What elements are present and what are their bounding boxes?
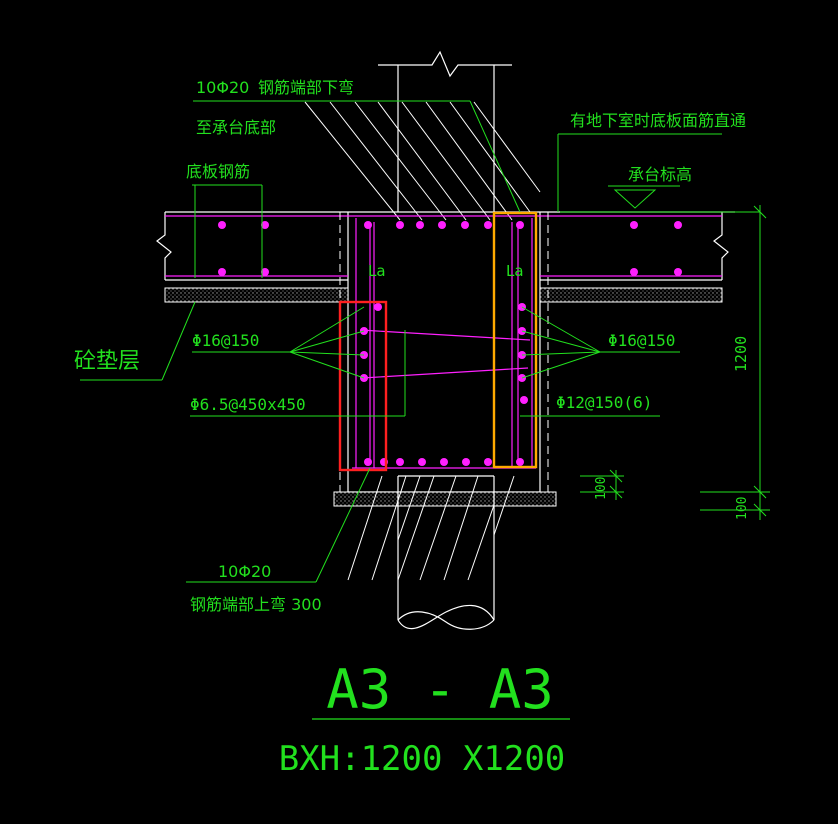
pile-hatch-lines: [347, 475, 515, 581]
section-title: A3 - A3: [326, 658, 554, 721]
basement-note-label: 有地下室时底板面筋直通: [570, 111, 746, 130]
slab-rebar-label: 底板钢筋: [186, 162, 250, 181]
cushion-layer-hatch: [164, 287, 723, 507]
dashed-guides: [339, 212, 549, 492]
top-bars-note2-label: 至承台底部: [196, 118, 276, 137]
section-size-label: BXH:1200 X1200: [279, 739, 566, 779]
highlight-box-left: [338, 300, 388, 472]
cushion-layer-label: 砼垫层: [74, 349, 140, 374]
stirrups-label: Φ12@150(6): [556, 393, 652, 412]
leader-lines: [80, 100, 770, 583]
pile-outline: [397, 475, 495, 630]
la-left-label: La: [368, 262, 386, 280]
cap-elevation-label: 承台标高: [628, 165, 692, 184]
top-bars-count-label: 10Φ20: [196, 78, 249, 97]
bottom-bars-note-label: 钢筋端部上弯 300: [190, 595, 322, 614]
top-bars-note-label: 钢筋端部下弯: [258, 78, 354, 97]
slab-outline: [156, 211, 735, 281]
dim-100-a-label: 100: [594, 477, 609, 500]
column-outline: [378, 50, 512, 212]
dim-height-label: 1200: [732, 336, 750, 372]
side-bars-right-label: Φ16@150: [608, 331, 675, 350]
bottom-bars-count-label: 10Φ20: [218, 562, 271, 581]
dim-100-b-label: 100: [735, 497, 750, 520]
la-right-label: La: [506, 262, 524, 280]
column-hatch-lines: [304, 101, 541, 221]
rebar-dots: [218, 221, 682, 466]
highlight-box-right: [492, 211, 538, 469]
side-bars-left-label: Φ16@150: [192, 331, 259, 350]
cap-outline: [347, 212, 541, 493]
tie-bars-label: Φ6.5@450x450: [190, 395, 306, 414]
